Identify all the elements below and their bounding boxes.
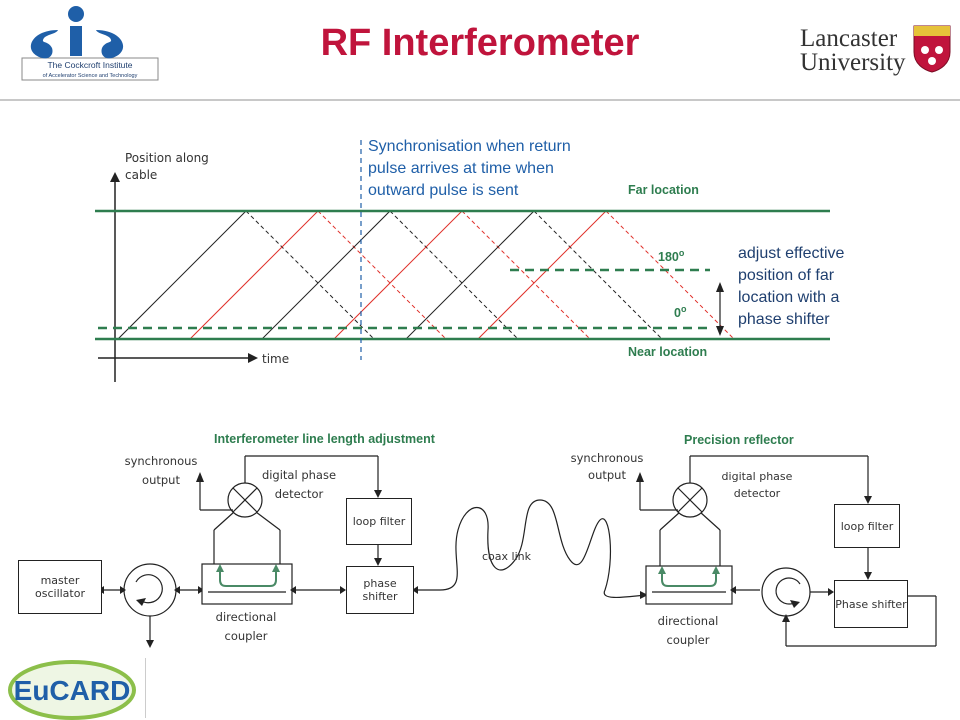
- lancaster-line1: Lancaster: [800, 25, 898, 52]
- x-axis-arrow-icon: [248, 353, 258, 363]
- right-heading: Precision reflector: [684, 433, 794, 447]
- return-pulse-line: [245, 210, 375, 340]
- eucard-logo: EuCARD: [8, 658, 146, 720]
- phase-shifter-left-box: phase shifter: [346, 566, 414, 614]
- lancaster-logo: Lancaster University: [800, 25, 951, 76]
- degree-symbol-180: o: [678, 248, 685, 258]
- outward-pulse-line: [189, 210, 319, 340]
- left-heading: Interferometer line length adjustment: [214, 432, 435, 446]
- lancaster-line2: University: [800, 49, 906, 76]
- pulse-lines: [117, 210, 735, 340]
- circulator-left-icon: [123, 563, 177, 617]
- loop-filter-left-box: loop filter: [346, 498, 412, 545]
- outward-pulse-line: [405, 210, 535, 340]
- timing-diagram: [95, 140, 830, 382]
- outward-pulse-line: [333, 210, 463, 340]
- sync-output-left-label: synchronous output: [124, 454, 198, 487]
- outward-pulse-line: [117, 210, 247, 340]
- return-pulse-line: [461, 210, 591, 340]
- return-pulse-line: [317, 210, 447, 340]
- cockcroft-logo-text: The Cockcroft Institute: [47, 60, 132, 70]
- adjust-arrow-up-icon: [716, 282, 724, 292]
- 0-degree-value: 0: [674, 306, 681, 321]
- outward-pulse-line: [261, 210, 391, 340]
- y-axis-label: Position along cable: [125, 151, 209, 182]
- near-location-label: Near location: [628, 345, 708, 359]
- coax-link-line: [439, 499, 646, 598]
- return-pulse-line: [533, 210, 663, 340]
- adjust-note: adjust effective position of far locatio…: [738, 245, 845, 328]
- adjust-arrow-down-icon: [716, 326, 724, 336]
- outward-pulse-line: [477, 210, 607, 340]
- far-location-label: Far location: [628, 183, 699, 197]
- block-diagram-lines: [98, 455, 937, 648]
- degree-symbol-0: o: [680, 304, 687, 314]
- dpd-left-label: digital phase detector: [261, 468, 337, 501]
- circulator-right-arrow: [775, 577, 801, 605]
- 0-degree-label: 0o: [674, 304, 686, 320]
- dir-coupler-left-label: directional coupler: [215, 610, 277, 643]
- circulator-right-icon: [761, 567, 811, 617]
- master-oscillator-box: master oscillator: [18, 560, 102, 614]
- cockcroft-logo-subtext: of Accelerator Science and Technology: [43, 73, 138, 79]
- eucard-logo-text: EuCARD: [14, 675, 131, 706]
- loop-filter-right-box: loop filter: [834, 504, 900, 548]
- return-pulse-line: [389, 210, 519, 340]
- 180-degree-label: 180o: [658, 248, 684, 264]
- phase-shifter-right-box: Phase shifter: [834, 580, 908, 628]
- return-pulse-line: [605, 210, 735, 340]
- x-axis-label: time: [262, 352, 290, 366]
- cockcroft-logo: The Cockcroft Institute of Accelerator S…: [21, 6, 159, 81]
- y-axis-arrow-icon: [110, 172, 120, 182]
- header-divider: [0, 99, 960, 101]
- coax-link-label: coax link: [482, 550, 531, 563]
- page-title: RF Interferometer: [320, 22, 640, 64]
- dir-coupler-right-label: directional coupler: [657, 614, 719, 647]
- 180-degree-value: 180: [658, 250, 679, 265]
- dpd-right-label: digital phase detector: [721, 470, 793, 500]
- sync-note: Synchronisation when return pulse arrive…: [368, 138, 571, 199]
- circulator-left-arrow: [135, 574, 163, 604]
- sync-output-right-label: synchronous output: [570, 451, 644, 482]
